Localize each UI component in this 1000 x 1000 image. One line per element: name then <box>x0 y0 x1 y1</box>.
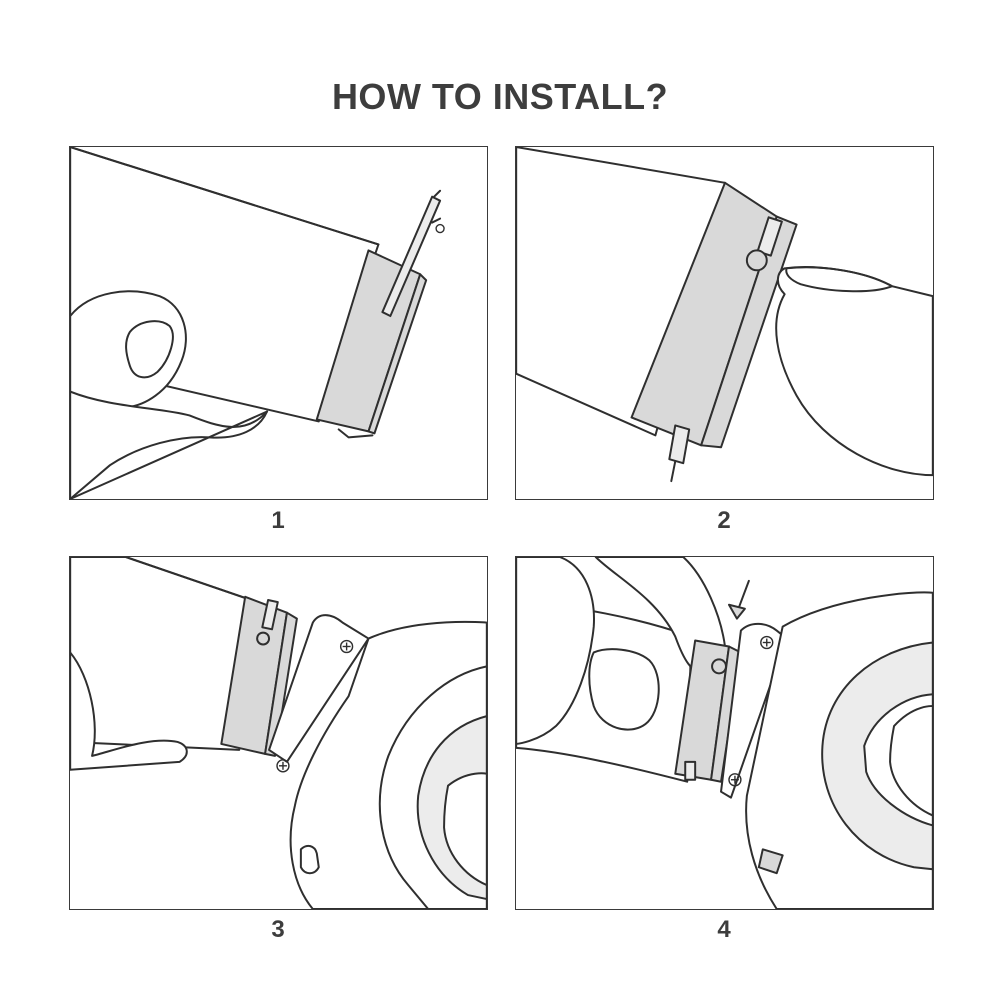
step-4-drawing <box>516 557 933 909</box>
step-1-illustration <box>69 146 488 500</box>
step-3-illustration <box>69 556 488 910</box>
step-number-4: 4 <box>717 916 731 943</box>
quick-release-pin <box>745 249 768 272</box>
step-4-illustration <box>515 556 934 910</box>
step-3-drawing <box>70 557 487 909</box>
watch-lug <box>720 622 788 799</box>
spring-bar <box>381 195 442 318</box>
step-1-drawing <box>70 147 445 499</box>
step-number-3: 3 <box>271 916 285 943</box>
watch-crown <box>299 844 320 875</box>
step-2-illustration <box>515 146 934 500</box>
step-number-1: 1 <box>271 507 285 534</box>
thumb <box>70 290 187 409</box>
hand <box>70 651 188 771</box>
hand <box>516 557 595 745</box>
hand <box>70 390 269 499</box>
finger <box>775 266 933 477</box>
quick-release-pin <box>711 658 727 675</box>
step-number-2: 2 <box>717 507 731 534</box>
page-title: HOW TO INSTALL? <box>331 76 669 117</box>
watch-crown <box>757 848 784 875</box>
step-2-drawing <box>516 147 933 483</box>
